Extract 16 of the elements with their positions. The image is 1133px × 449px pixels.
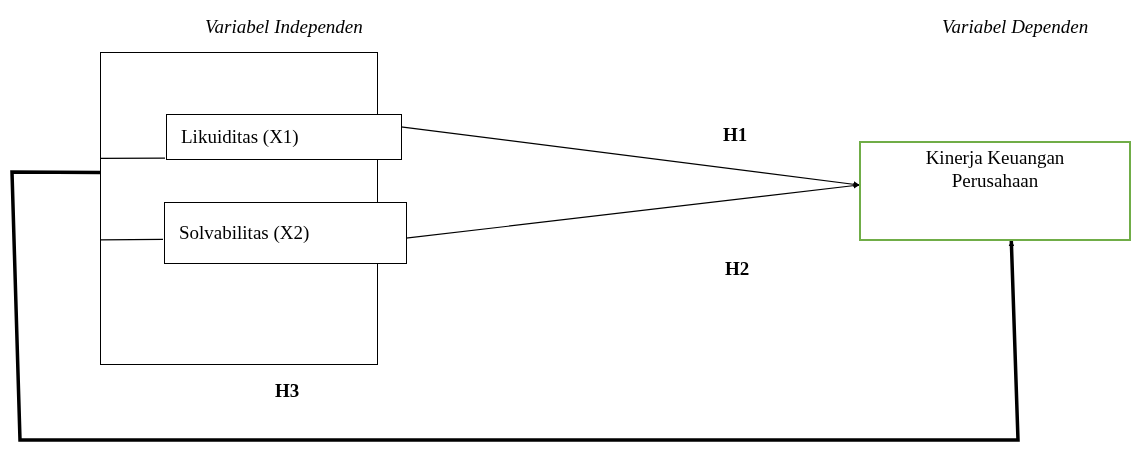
heading-label: Variabel Dependen	[942, 16, 1089, 38]
variable-box	[859, 141, 1131, 241]
variable-box	[166, 114, 402, 160]
hypothesis-label: H1	[723, 124, 748, 146]
hypothesis-label: H3	[275, 380, 300, 402]
hypothesis-label: H2	[725, 258, 750, 280]
connector-line	[99, 238, 164, 241]
variable-label: Solvabilitas (X2)	[179, 221, 310, 245]
arrow	[10, 170, 1020, 442]
connector-line	[99, 157, 166, 159]
arrow	[405, 182, 860, 239]
heading-label: Variabel Independen	[205, 16, 363, 38]
arrow	[400, 126, 860, 188]
variable-box	[164, 202, 407, 264]
variable-label: Likuiditas (X1)	[181, 125, 299, 149]
variable-label: Kinerja Keuangan Perusahaan	[924, 147, 1066, 193]
